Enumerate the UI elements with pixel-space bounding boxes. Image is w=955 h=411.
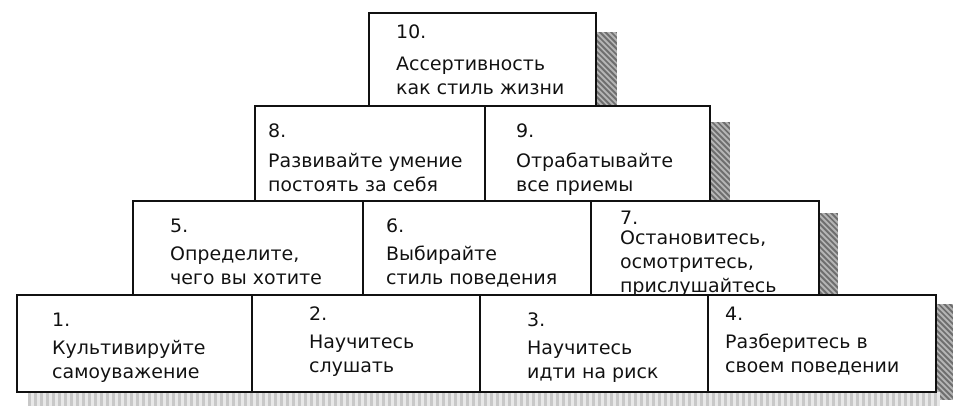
row2-shadow	[818, 213, 838, 303]
step-8-text: Развивайте умение постоять за себя	[268, 150, 463, 196]
step-2-text: Научитесь слушать	[309, 331, 415, 377]
step-6-number: 6.	[386, 215, 405, 237]
step-7-number: 7.	[620, 207, 639, 229]
step-1-number: 1.	[52, 309, 71, 331]
step-1-box: 1. Культивируйте самоуважение	[16, 294, 253, 393]
step-9-text: Отрабатывайте все приемы	[516, 150, 674, 196]
step-1-text: Культивируйте самоуважение	[52, 337, 206, 383]
step-7-box: 7. Остановитесь, осмотритесь, прислушайт…	[590, 200, 820, 297]
step-6-text: Выбирайте стиль поведения	[386, 243, 558, 289]
step-4-text: Разберитесь в своем поведении	[725, 331, 900, 377]
step-3-box: 3. Научитесь идти на риск	[479, 294, 709, 393]
step-6-box: 6. Выбирайте стиль поведения	[362, 200, 592, 296]
step-3-number: 3.	[527, 309, 546, 331]
step-5-number: 5.	[170, 215, 189, 237]
row3-shadow	[710, 122, 730, 212]
ground-shadow	[28, 392, 940, 406]
step-4-number: 4.	[725, 303, 744, 325]
step-8-number: 8.	[268, 120, 287, 142]
step-5-text: Определите, чего вы хотите	[170, 243, 322, 289]
step-10-text: Ассертивность как стиль жизни	[396, 53, 565, 99]
step-5-box: 5. Определите, чего вы хотите	[132, 200, 364, 296]
step-10-number: 10.	[396, 21, 427, 43]
step-3-text: Научитесь идти на риск	[527, 337, 659, 383]
step-7-text: Остановитесь, осмотритесь, прислушайтесь	[620, 227, 777, 297]
step-9-box: 9. Отрабатывайте все приемы	[484, 105, 711, 203]
step-4-box: 4. Разберитесь в своем поведении	[707, 294, 937, 393]
step-2-number: 2.	[309, 303, 328, 325]
step-8-box: 8. Развивайте умение постоять за себя	[254, 105, 486, 203]
row1-shadow	[937, 304, 953, 400]
top-box-shadow	[597, 32, 617, 110]
step-2-box: 2. Научитесь слушать	[251, 294, 481, 393]
step-10-box: 10. Ассертивность как стиль жизни	[368, 12, 597, 107]
step-9-number: 9.	[516, 120, 535, 142]
